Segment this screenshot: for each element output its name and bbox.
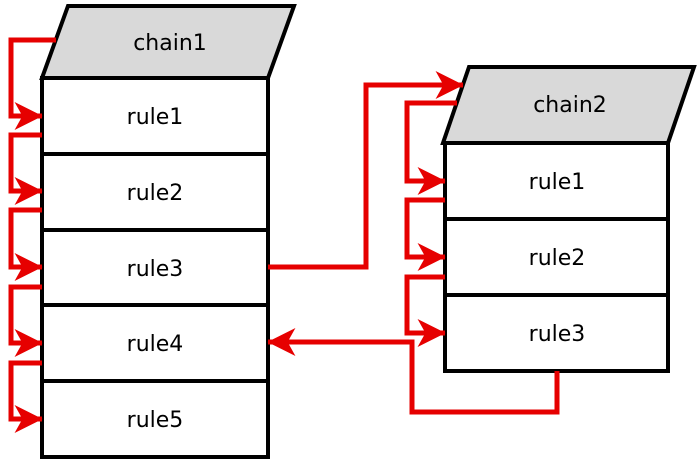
chain1-rule3-box xyxy=(40,228,270,308)
arrow-chain1rule2-to-rule3 xyxy=(8,207,43,281)
chain2-rule2-box xyxy=(443,217,670,297)
chain1-rule1-box xyxy=(40,76,270,156)
arrow-chain1-to-rule1 xyxy=(8,37,56,130)
chain1-rule1-label: rule1 xyxy=(127,105,184,130)
chain2-rule3-label: rule3 xyxy=(529,322,586,347)
chain2-rule1-label: rule1 xyxy=(529,170,586,195)
arrow-chain2-to-rule1 xyxy=(404,100,457,195)
chain1-rule3-label: rule3 xyxy=(127,257,184,282)
flow-arrows xyxy=(8,37,560,433)
chain1-rule4-box xyxy=(40,303,270,383)
chain1-stack: chain1 rule1 rule2 rule3 rule4 rule5 xyxy=(39,4,297,459)
arrow-chain1rule3-to-rule4 xyxy=(8,284,43,357)
arrow-chain2rule1-to-rule2 xyxy=(404,197,446,271)
chain1-header-label: chain1 xyxy=(133,31,207,56)
chain1-rule2-label: rule2 xyxy=(127,181,184,206)
chain1-rule5-label: rule5 xyxy=(127,408,184,433)
arrow-chain2rule2-to-rule3 xyxy=(404,274,446,347)
arrow-chain1rule1-to-rule2 xyxy=(8,132,43,205)
arrow-chain2rule3-to-chain1rule4 xyxy=(267,328,560,415)
chain2-rule2-label: rule2 xyxy=(529,246,586,271)
arrow-chain1rule3-to-chain2 xyxy=(268,71,464,270)
chain2-stack: chain2 rule1 rule2 rule3 xyxy=(440,65,697,373)
chain1-rule4-label: rule4 xyxy=(127,332,184,357)
arrow-chain1rule4-to-rule5 xyxy=(8,360,43,433)
chain2-header-label: chain2 xyxy=(533,93,607,118)
